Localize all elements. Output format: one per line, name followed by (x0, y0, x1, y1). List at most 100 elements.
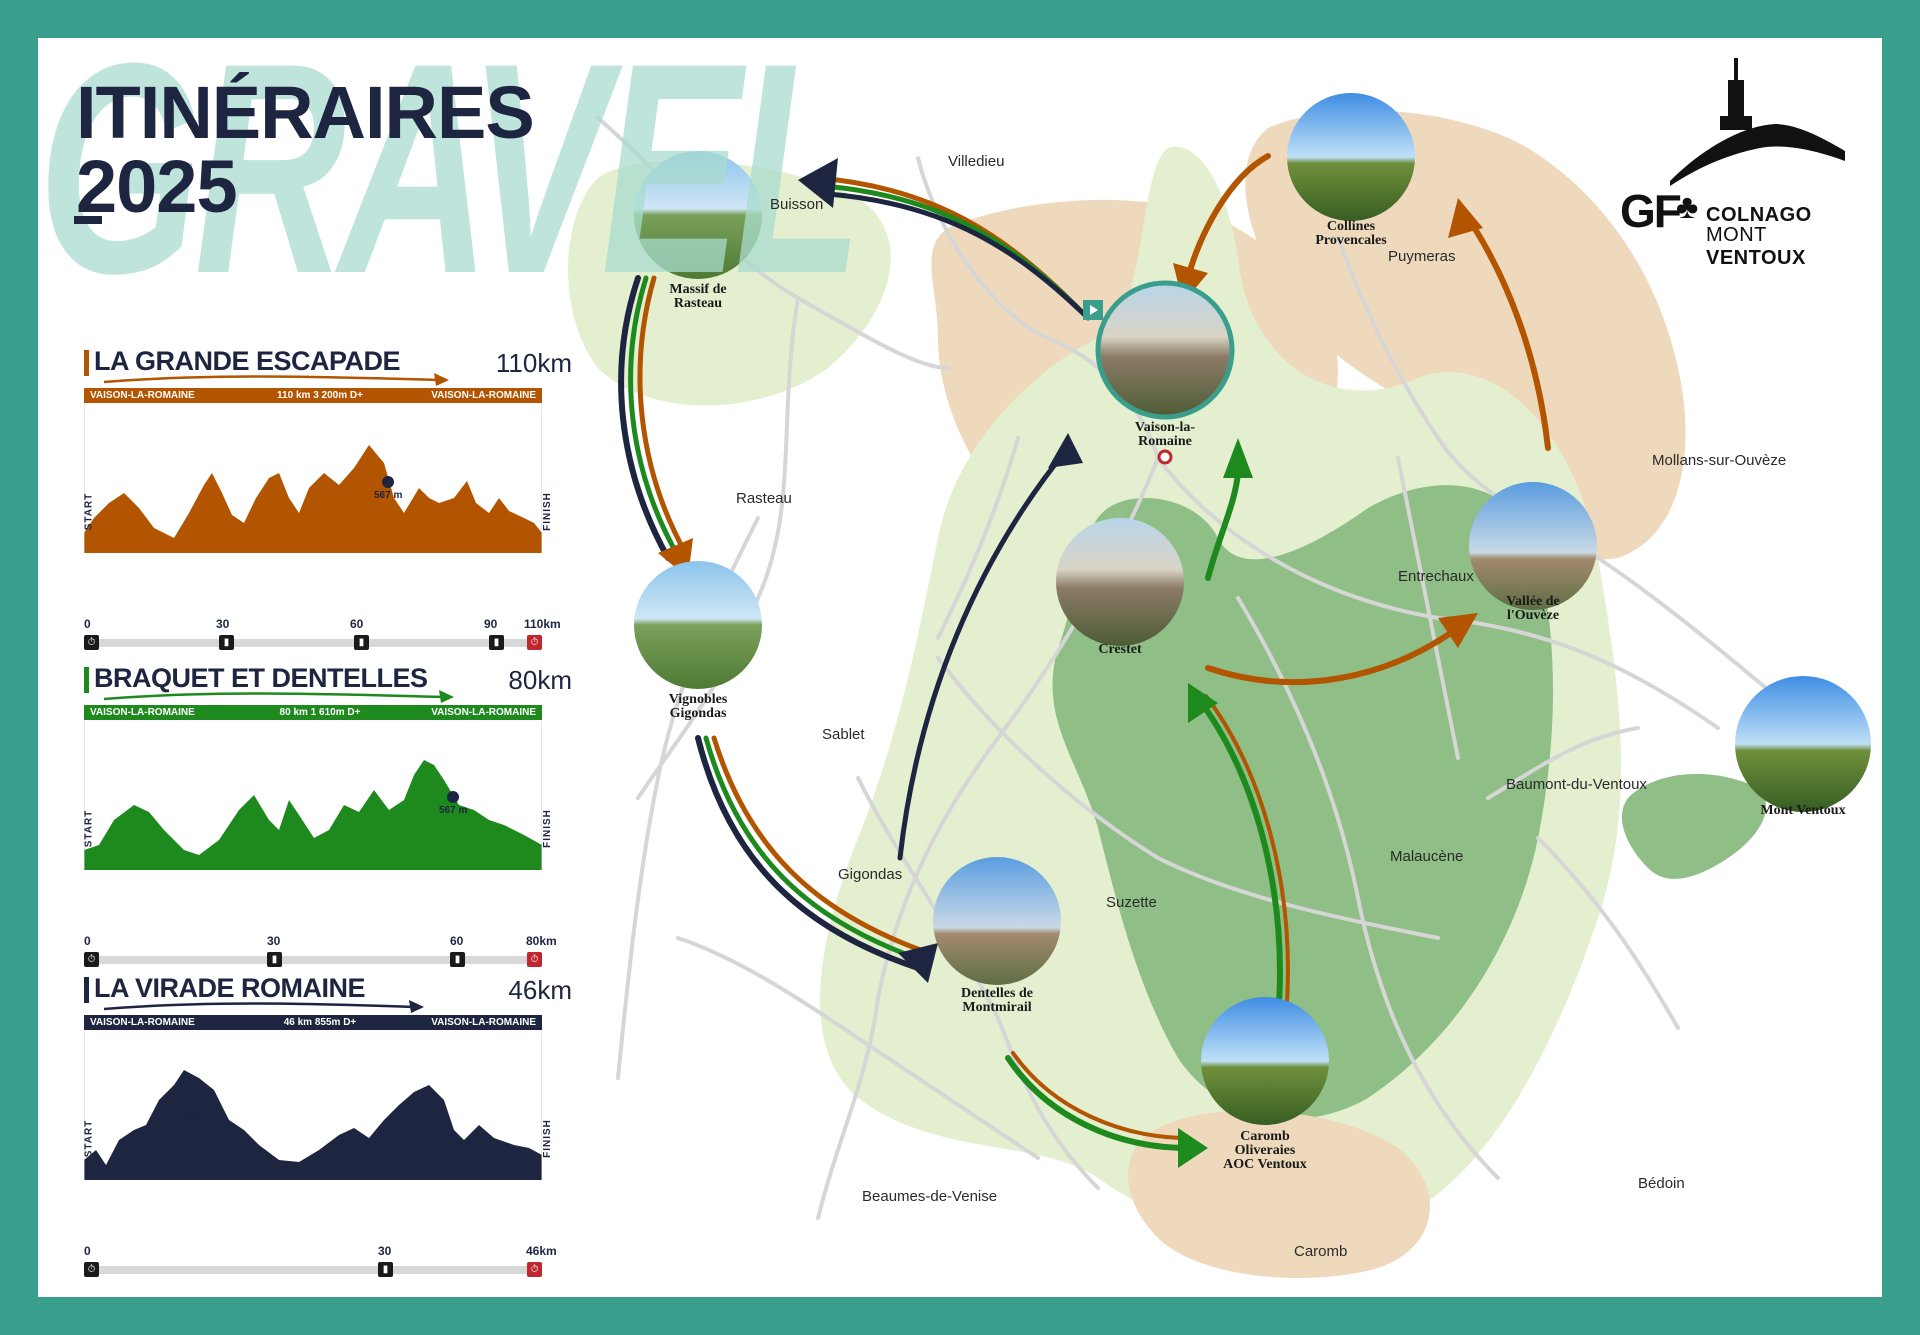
route-finish: VAISON-LA-ROMAINE (431, 707, 536, 718)
finish-timer-icon: ⏱ (527, 635, 542, 650)
tick: 110km (524, 617, 561, 631)
zone-beige-northeast (1245, 110, 1686, 560)
finish-label: FINISH (541, 492, 553, 531)
route-stats: 80 km 1 610m D+ (279, 707, 361, 718)
logo-mont: MONT (1706, 224, 1767, 246)
route-info-bar: VAISON-LA-ROMAINE 46 km 855m D+ VAISON-L… (84, 1015, 542, 1030)
zone-green-central (1052, 485, 1553, 1119)
logo-colnago: COLNAGO (1706, 204, 1812, 226)
poi-crestet: Crestet (1098, 642, 1142, 657)
zone-beige-south (1128, 1110, 1431, 1278)
distance-ticks: 0 30 60 90 110km (84, 617, 564, 631)
aid-station-icon: ▮ (267, 952, 282, 967)
start-label: START (83, 1119, 95, 1158)
finish-timer-icon: ⏱ (527, 952, 542, 967)
page-title: ITINÉRAIRES 2025 (76, 71, 535, 228)
finish-timer-icon: ⏱ (527, 1262, 542, 1277)
route-start: VAISON-LA-ROMAINE (90, 707, 195, 718)
route-name: BRAQUET ET DENTELLES (94, 663, 428, 693)
tick: 0 (84, 617, 91, 631)
poi-caromb-oliveraies: Caromb Oliveraies AOC Ventoux (1223, 1129, 1307, 1172)
route-name: LA GRANDE ESCAPADE (94, 346, 401, 376)
logo-mont-ventoux: MONT VENTOUX (1706, 224, 1860, 270)
route-virade-romaine: LA VIRADE ROMAINE 46km VAISON-LA-ROMAINE… (83, 973, 584, 1277)
route-distance: 46km (508, 975, 572, 1005)
route-name-arrow (104, 373, 449, 386)
poi-vallee-ouveze: Vallée de l'Ouvèze (1506, 594, 1560, 623)
tick: 30 (378, 1244, 392, 1258)
poi-vaison-la-romaine: Vaison-la- Romaine (1134, 420, 1196, 449)
peak-elevation: 395 m (184, 1100, 212, 1125)
start-timer-icon: ⏱ (84, 635, 99, 650)
poi-mont-ventoux: Mont Ventoux (1760, 803, 1846, 818)
route-distance: 80km (508, 665, 572, 695)
route-stats: 110 km 3 200m D+ (277, 390, 363, 401)
route-mark (84, 667, 89, 693)
poi-massif-rasteau: Massif de Rasteau (669, 282, 727, 311)
tick: 80km (526, 934, 557, 948)
start-label: START (83, 809, 95, 848)
finish-label: FINISH (541, 809, 553, 848)
route-info-bar: VAISON-LA-ROMAINE 110 km 3 200m D+ VAISO… (84, 388, 542, 403)
aid-station-icon: ▮ (219, 635, 234, 650)
route-arrows (618, 153, 1551, 1168)
start-timer-icon: ⏱ (84, 1262, 99, 1277)
route-finish: VAISON-LA-ROMAINE (431, 390, 536, 401)
peak-icon (192, 1100, 205, 1112)
poi-photos (634, 93, 1871, 1125)
roads (596, 116, 1780, 1220)
town-rasteau: Rasteau (736, 490, 792, 507)
elevation-profile (84, 403, 542, 553)
town-malaucene: Malaucène (1390, 848, 1464, 865)
title-dash (74, 216, 102, 224)
tick: 60 (450, 934, 464, 948)
town-baumont: Baumont-du-Ventoux (1506, 776, 1647, 793)
town-mollans: Mollans-sur-Ouvèze (1652, 452, 1787, 469)
peak-elevation: 567 m (439, 791, 467, 816)
aid-station-track (84, 639, 542, 647)
route-map (568, 93, 1871, 1278)
distance-ticks: 0 30 60 80km (84, 934, 564, 948)
title-line-2: 2025 (76, 145, 238, 228)
town-beaumes: Beaumes-de-Venise (862, 1188, 998, 1205)
route-info-bar: VAISON-LA-ROMAINE 80 km 1 610m D+ VAISON… (84, 705, 542, 720)
town-sablet: Sablet (822, 726, 865, 743)
tick: 46km (526, 1244, 557, 1258)
finish-label: FINISH (541, 1119, 553, 1158)
aid-station-track (84, 956, 542, 964)
tick: 30 (216, 617, 230, 631)
aid-station-icon: ▮ (378, 1262, 393, 1277)
route-name-arrow (104, 1000, 424, 1013)
peak-elevation: 567 m (374, 476, 402, 501)
poi-vignobles-gigondas: Vignobles Gigondas (668, 692, 728, 721)
title-line-1: ITINÉRAIRES (76, 71, 535, 154)
route-name-arrow (104, 690, 454, 703)
route-finish: VAISON-LA-ROMAINE (431, 1017, 536, 1028)
peak-icon (447, 791, 460, 803)
tick: 30 (267, 934, 281, 948)
route-mark (84, 350, 89, 376)
aid-station-icon: ▮ (489, 635, 504, 650)
start-timer-icon: ⏱ (84, 952, 99, 967)
distance-ticks: 0 30 46km (84, 1244, 564, 1258)
route-distance: 110km (495, 348, 572, 378)
logo-gf: GF (1620, 185, 1682, 237)
route-mark (84, 977, 89, 1003)
route-start: VAISON-LA-ROMAINE (90, 1017, 195, 1028)
route-name: LA VIRADE ROMAINE (94, 973, 366, 1003)
town-buisson: Buisson (770, 196, 824, 213)
town-suzette: Suzette (1106, 894, 1157, 911)
tick: 0 (84, 934, 91, 948)
town-bedoin: Bédoin (1638, 1175, 1685, 1192)
town-entrechaux: Entrechaux (1398, 568, 1474, 585)
poi-collines-provencales: Collines Provencales (1315, 219, 1387, 248)
elevation-profile (84, 1030, 542, 1180)
town-caromb: Caromb (1294, 1243, 1348, 1260)
route-grande-escapade: LA GRANDE ESCAPADE 110km VAISON-LA-ROMAI… (83, 346, 584, 650)
start-label: START (83, 492, 95, 531)
aid-station-icon: ▮ (450, 952, 465, 967)
poster-frame: GRAVEL ITINÉRAIRES 2025 GF ♣ COLNAGO MON… (38, 38, 1882, 1297)
zone-green-ventoux (1621, 774, 1767, 879)
logo-ventoux: VENTOUX (1706, 247, 1806, 269)
tick: 60 (350, 617, 364, 631)
